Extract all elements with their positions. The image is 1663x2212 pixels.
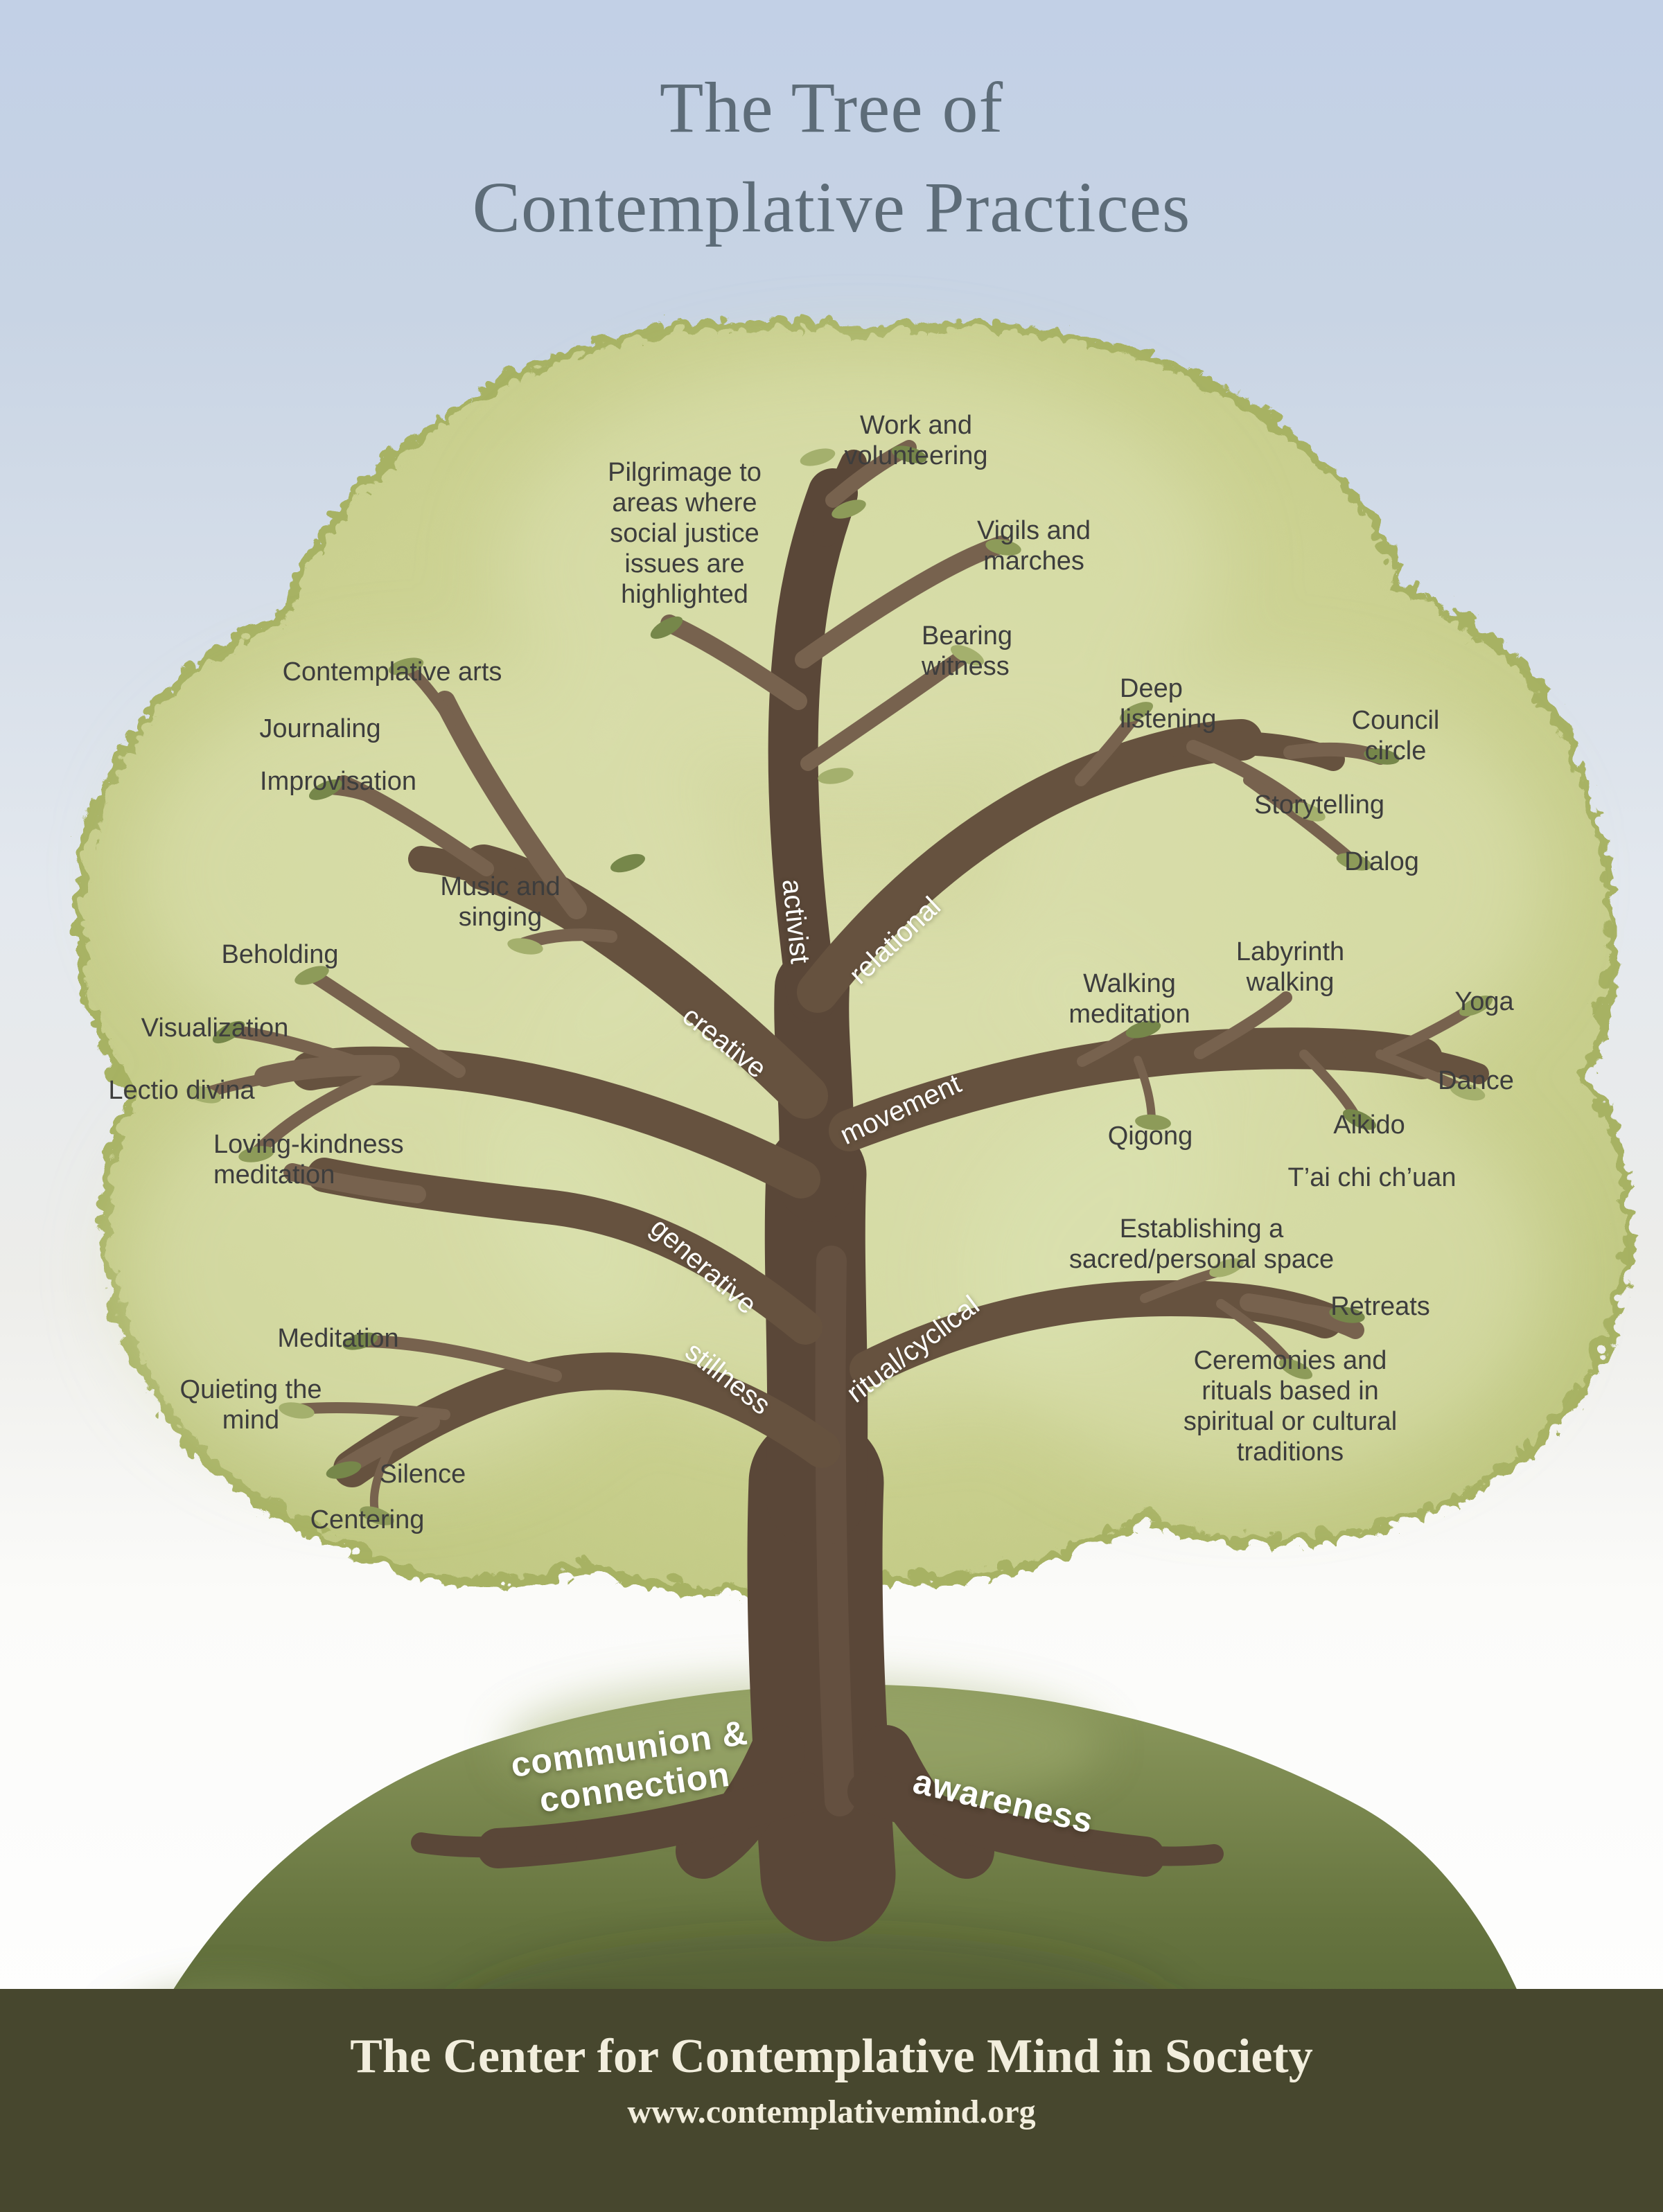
practice-tai-chi-chuan: T’ai chi ch’uan bbox=[1287, 1163, 1457, 1192]
practice-retreats: Retreats bbox=[1330, 1292, 1430, 1321]
practice-bearing-witness: Bearing witness bbox=[922, 621, 1012, 682]
website-url: www.contemplativemind.org bbox=[627, 2094, 1036, 2130]
practice-establishing-sacred-space: Establishing a sacred/personal space bbox=[1068, 1214, 1335, 1275]
title-line-1: The Tree of bbox=[659, 68, 1004, 148]
practice-meditation: Meditation bbox=[277, 1324, 399, 1353]
practice-labyrinth-walking: Labyrinth walking bbox=[1235, 937, 1345, 998]
practice-lectio-divina: Lectio divina bbox=[108, 1076, 255, 1105]
practice-loving-kindness-meditation: Loving-kindness meditation bbox=[213, 1130, 404, 1190]
practice-beholding: Beholding bbox=[221, 940, 339, 969]
practice-visualization: Visualization bbox=[141, 1014, 289, 1043]
practice-council-circle: Council circle bbox=[1351, 706, 1440, 766]
practice-deep-listening: Deep listening bbox=[1120, 674, 1217, 734]
practice-ceremonies-and-rituals: Ceremonies and rituals based in spiritua… bbox=[1183, 1346, 1398, 1467]
practice-storytelling: Storytelling bbox=[1254, 790, 1384, 820]
practice-work-and-volunteering: Work and volunteering bbox=[844, 411, 988, 471]
tree-roots bbox=[411, 1771, 1224, 1877]
practice-centering: Centering bbox=[310, 1505, 425, 1534]
practice-quieting-the-mind: Quieting the mind bbox=[179, 1375, 322, 1435]
practice-dance: Dance bbox=[1438, 1066, 1514, 1095]
organization-name: The Center for Contemplative Mind in Soc… bbox=[350, 2030, 1313, 2083]
practice-dialog: Dialog bbox=[1344, 847, 1419, 876]
practice-vigils-and-marches: Vigils and marches bbox=[976, 516, 1091, 576]
practice-contemplative-arts: Contemplative arts bbox=[282, 657, 502, 687]
practice-silence: Silence bbox=[379, 1460, 466, 1489]
practice-pilgrimage: Pilgrimage to areas where social justice… bbox=[608, 458, 762, 610]
practice-walking-meditation: Walking meditation bbox=[1068, 969, 1190, 1029]
poster-title: The Tree of Contemplative Practices bbox=[0, 58, 1663, 257]
practice-journaling: Journaling bbox=[259, 714, 381, 743]
practice-music-and-singing: Music and singing bbox=[440, 872, 561, 932]
practice-qigong: Qigong bbox=[1107, 1122, 1193, 1151]
tree-leaves bbox=[186, 445, 1493, 1525]
practice-yoga: Yoga bbox=[1454, 987, 1514, 1016]
title-line-2: Contemplative Practices bbox=[472, 167, 1191, 247]
practice-improvisation: Improvisation bbox=[260, 767, 416, 796]
footer-bar: The Center for Contemplative Mind in Soc… bbox=[0, 1989, 1663, 2212]
practice-aikido: Aikido bbox=[1333, 1111, 1405, 1140]
